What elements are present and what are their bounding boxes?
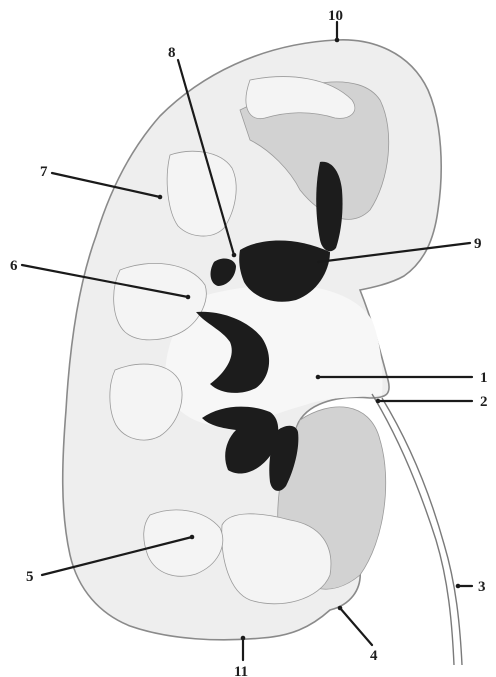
label-7: 7 <box>40 164 48 180</box>
label-4: 4 <box>370 648 378 664</box>
label-1: 1 <box>480 370 488 386</box>
label-6: 6 <box>10 258 18 274</box>
label-8: 8 <box>168 45 176 61</box>
label-11: 11 <box>234 664 248 677</box>
label-2: 2 <box>480 394 488 410</box>
label-3: 3 <box>478 579 486 595</box>
label-10: 10 <box>328 8 343 24</box>
label-5: 5 <box>26 569 34 585</box>
label-9: 9 <box>474 236 482 252</box>
